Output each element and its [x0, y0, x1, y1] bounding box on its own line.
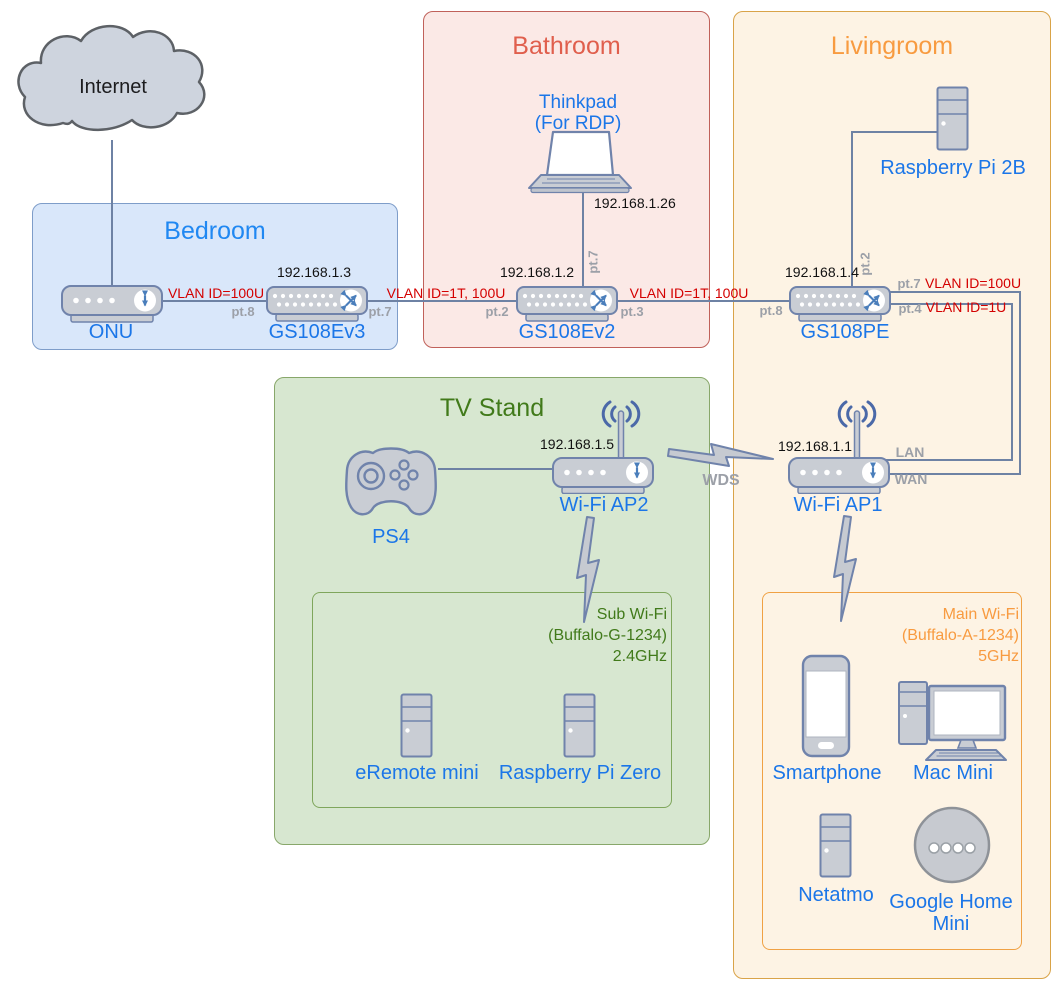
gs108pe-label: GS108PE: [800, 321, 890, 343]
ps4-label: PS4: [372, 526, 410, 548]
raspberry-pi-zero-label: Raspberry Pi Zero: [498, 762, 662, 784]
radio-waves-icon: [601, 400, 641, 428]
internet-label: Internet: [79, 76, 147, 98]
gs108ev2-icon: [516, 286, 618, 322]
onu-icon: [61, 285, 163, 323]
internet-cloud-icon: [17, 24, 206, 132]
vlan-gs108pe-wan: VLAN ID=100U: [924, 275, 1022, 291]
gs108ev3-label: GS108Ev3: [268, 321, 366, 343]
gs108ev3-icon: [266, 286, 368, 322]
google-home-mini-icon: [913, 806, 991, 884]
mac-mini-icon: [898, 681, 1007, 761]
sub-wifi-band: 2.4GHz: [612, 648, 667, 665]
gs108pe-ip: 192.168.1.4: [785, 264, 859, 280]
main-wifi-ssid: (Buffalo-A-1234): [901, 627, 1019, 644]
gs108ev2-port7-label: pt.7: [585, 250, 601, 274]
gs108ev3-port7-label: pt.7: [368, 304, 392, 319]
eremote-mini-icon: [400, 693, 433, 758]
gs108ev2-ip: 192.168.1.2: [500, 264, 574, 280]
bathroom-title: Bathroom: [512, 32, 621, 60]
main-wifi-band: 5GHz: [978, 648, 1019, 665]
bedroom-title: Bedroom: [164, 217, 266, 245]
thinkpad-label: Thinkpad (For RDP): [534, 92, 622, 134]
gs108pe-port7-label: pt.7: [897, 276, 921, 291]
gs108ev3-ip: 192.168.1.3: [277, 264, 351, 280]
smartphone-label: Smartphone: [772, 762, 882, 784]
gs108pe-port8-label: pt.8: [759, 303, 783, 318]
thinkpad-ip: 192.168.1.26: [594, 195, 676, 211]
ps4-controller-icon: [345, 447, 437, 516]
gs108ev2-port2-label: pt.2: [485, 304, 509, 319]
wifi-ap2-icon: [552, 400, 654, 494]
wifi-ap2-ip: 192.168.1.5: [540, 436, 614, 452]
main-wifi-zone: [762, 592, 1022, 950]
onu-label: ONU: [88, 321, 134, 343]
sub-wifi-caption: Sub Wi-Fi (Buffalo-G-1234) 2.4GHz: [548, 604, 667, 667]
ap1-lan-label: LAN: [895, 444, 925, 460]
wifi-ap1-icon: [788, 400, 890, 494]
tvstand-title: TV Stand: [439, 394, 545, 422]
gs108ev2-label: GS108Ev2: [518, 321, 616, 343]
vlan-onu-gs108ev3: VLAN ID=100U: [167, 285, 265, 301]
vlan-gs108pe-lan: VLAN ID=1U: [925, 299, 1007, 315]
raspberry-pi-2b-icon: [936, 86, 969, 151]
gs108pe-icon: [789, 286, 891, 322]
raspberry-pi-zero-icon: [563, 693, 596, 758]
netatmo-label: Netatmo: [798, 884, 874, 906]
main-wifi-name: Main Wi-Fi: [942, 606, 1019, 623]
main-wifi-caption: Main Wi-Fi (Buffalo-A-1234) 5GHz: [902, 604, 1019, 667]
raspberry-pi-2b-label: Raspberry Pi 2B: [880, 157, 1026, 179]
sub-wifi-zone: [312, 592, 672, 808]
google-home-mini-label: Google Home Mini: [889, 891, 1013, 935]
sub-wifi-ssid: (Buffalo-G-1234): [548, 627, 667, 644]
thinkpad-laptop-icon: [528, 130, 632, 194]
netatmo-icon: [819, 813, 852, 878]
vlan-gs108ev2-gs108pe: VLAN ID=1T, 100U: [629, 285, 749, 301]
eremote-mini-label: eRemote mini: [355, 762, 479, 784]
ap1-wan-label: WAN: [894, 471, 928, 487]
vlan-gs108ev3-gs108ev2: VLAN ID=1T, 100U: [386, 285, 506, 301]
gs108ev2-port3-label: pt.3: [620, 304, 644, 319]
smartphone-icon: [801, 654, 851, 758]
wds-label: WDS: [702, 472, 740, 489]
sub-wifi-name: Sub Wi-Fi: [596, 606, 667, 623]
tvstand-region: TV Stand: [274, 377, 710, 845]
gs108ev3-port8-label: pt.8: [231, 304, 255, 319]
livingroom-title: Livingroom: [830, 32, 954, 60]
wifi-ap2-label: Wi-Fi AP2: [559, 494, 649, 516]
radio-waves-icon: [837, 400, 877, 428]
mac-mini-label: Mac Mini: [912, 762, 994, 784]
gs108pe-port4-label: pt.4: [898, 301, 922, 316]
wifi-ap1-ip: 192.168.1.1: [778, 438, 852, 454]
wifi-ap1-label: Wi-Fi AP1: [793, 494, 883, 516]
bedroom-region: Bedroom: [32, 203, 398, 350]
gs108pe-port2-label: pt.2: [857, 252, 873, 276]
